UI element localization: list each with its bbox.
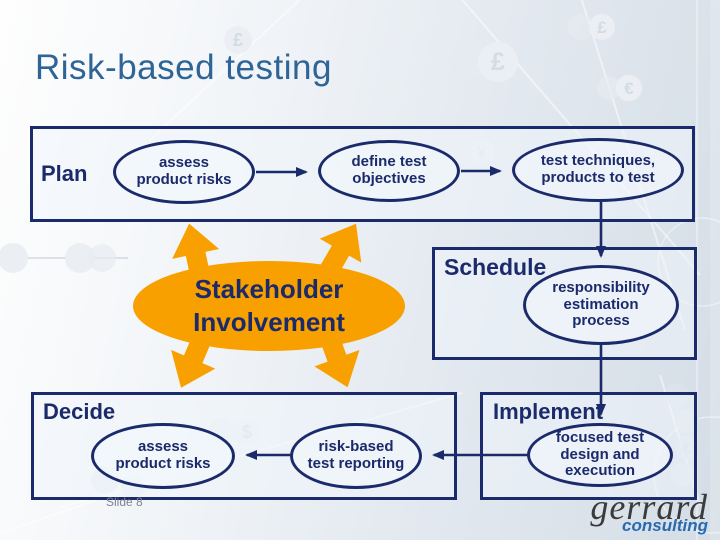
coin-circle bbox=[65, 243, 95, 273]
node-focused-test-design-execution: focused test design and execution bbox=[527, 423, 673, 487]
node-define-test-objectives: define test objectives bbox=[318, 140, 460, 202]
page-title: Risk-based testing bbox=[35, 48, 332, 87]
decor-edge-band bbox=[710, 0, 720, 540]
implement-label: Implement bbox=[493, 399, 604, 424]
coin-circle bbox=[449, 42, 487, 80]
node-risk-based-test-reporting: risk-based test reporting bbox=[290, 423, 422, 489]
pound-icon: £ bbox=[597, 18, 607, 37]
node-responsibility-estimation-process: responsibility estimation process bbox=[523, 265, 679, 345]
coin-circle bbox=[0, 243, 28, 273]
stakeholder-involvement-ellipse: Stakeholder Involvement bbox=[133, 261, 405, 351]
pound-icon: £ bbox=[491, 48, 505, 76]
coin-circle bbox=[568, 14, 594, 40]
coin-circle bbox=[88, 244, 116, 272]
pound-icon: £ bbox=[233, 30, 243, 50]
plan-label: Plan bbox=[41, 161, 88, 186]
coin-circle bbox=[589, 14, 615, 40]
coin-circle bbox=[616, 75, 642, 101]
node-decide-assess-product-risks: assess product risks bbox=[91, 423, 235, 489]
slide-number: Slide 8 bbox=[106, 495, 143, 509]
node-test-techniques-products: test techniques, products to test bbox=[512, 138, 684, 202]
decide-label: Decide bbox=[43, 399, 116, 424]
coin-circle bbox=[597, 76, 621, 100]
coin-circle bbox=[478, 42, 518, 82]
node-plan-assess-product-risks: assess product risks bbox=[113, 140, 255, 204]
gerrard-consulting-logo: gerrard consulting bbox=[590, 488, 708, 536]
euro-icon: € bbox=[624, 79, 634, 98]
schedule-label: Schedule bbox=[444, 254, 547, 280]
logo-tagline: consulting bbox=[622, 516, 708, 535]
